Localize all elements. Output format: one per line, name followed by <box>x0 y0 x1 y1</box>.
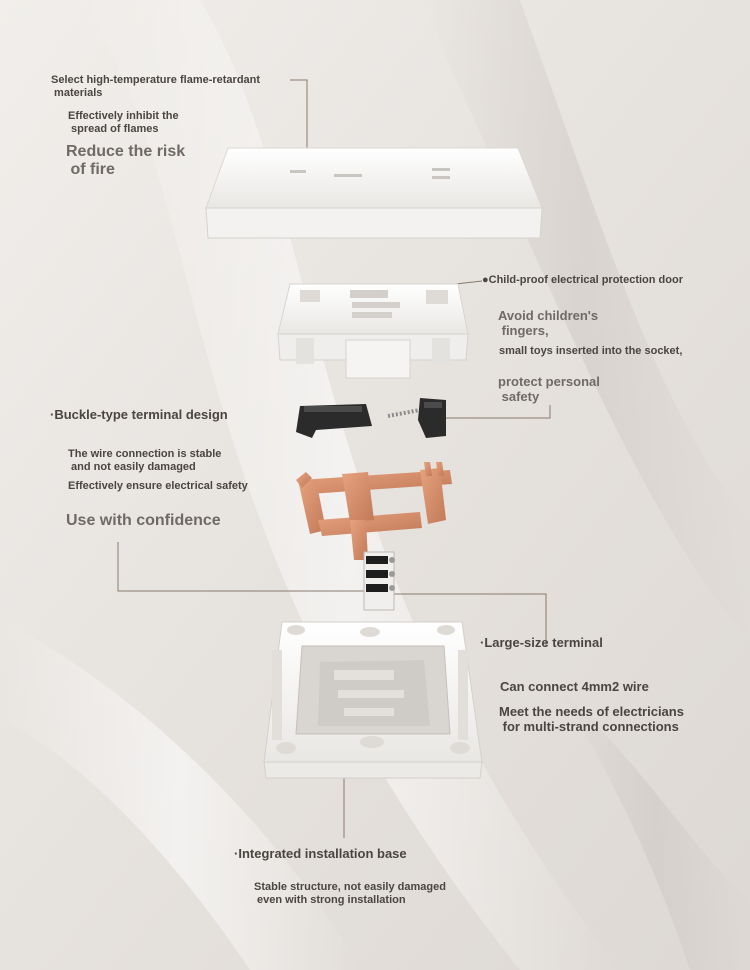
leader-line-confidence <box>117 542 380 592</box>
leader-line-terminal <box>392 593 547 646</box>
leader-line-buckle <box>430 405 551 419</box>
leader-line-cover <box>290 79 308 160</box>
installation-base <box>263 621 483 779</box>
door-callout-title: ●Child-proof electrical protection door <box>482 274 683 286</box>
terminal-callout-line1: Can connect 4mm2 wire <box>500 679 649 694</box>
socket-slot <box>290 170 306 173</box>
cover-callout-title: Select high-temperature flame-retardant … <box>51 74 261 99</box>
socket-slot <box>334 174 362 177</box>
base-callout-title: ·Integrated installation base <box>234 846 407 861</box>
terminal-callout-line2: Meet the needs of electricians for multi… <box>499 704 684 734</box>
cover-callout-line2: Reduce the risk of fire <box>66 143 186 179</box>
buckle-callout-title: ·Buckle-type terminal design <box>50 407 228 422</box>
door-callout-line1: Avoid children's fingers, <box>498 308 599 338</box>
terminal-block <box>363 551 395 611</box>
socket-slot <box>432 168 450 171</box>
buckle-callout-line2: Effectively ensure electrical safety <box>68 480 248 492</box>
buckle-callout-line1: The wire connection is stable and not ea… <box>68 448 222 473</box>
door-callout-line2: small toys inserted into the socket, <box>499 345 683 357</box>
base-callout-line1: Stable structure, not easily damaged eve… <box>254 881 446 906</box>
cover-callout-line1: Effectively inhibit the spread of flames <box>68 110 179 135</box>
protection-door-module <box>277 283 469 379</box>
front-cover-panel <box>205 147 543 239</box>
copper-conductor-frame <box>296 462 452 560</box>
terminal-callout-title: ·Large-size terminal <box>480 635 603 650</box>
socket-slot <box>432 176 450 179</box>
buckle-terminal-parts <box>296 398 446 438</box>
door-callout-line3: protect personal safety <box>498 374 600 404</box>
buckle-callout-line3: Use with confidence <box>66 512 221 529</box>
